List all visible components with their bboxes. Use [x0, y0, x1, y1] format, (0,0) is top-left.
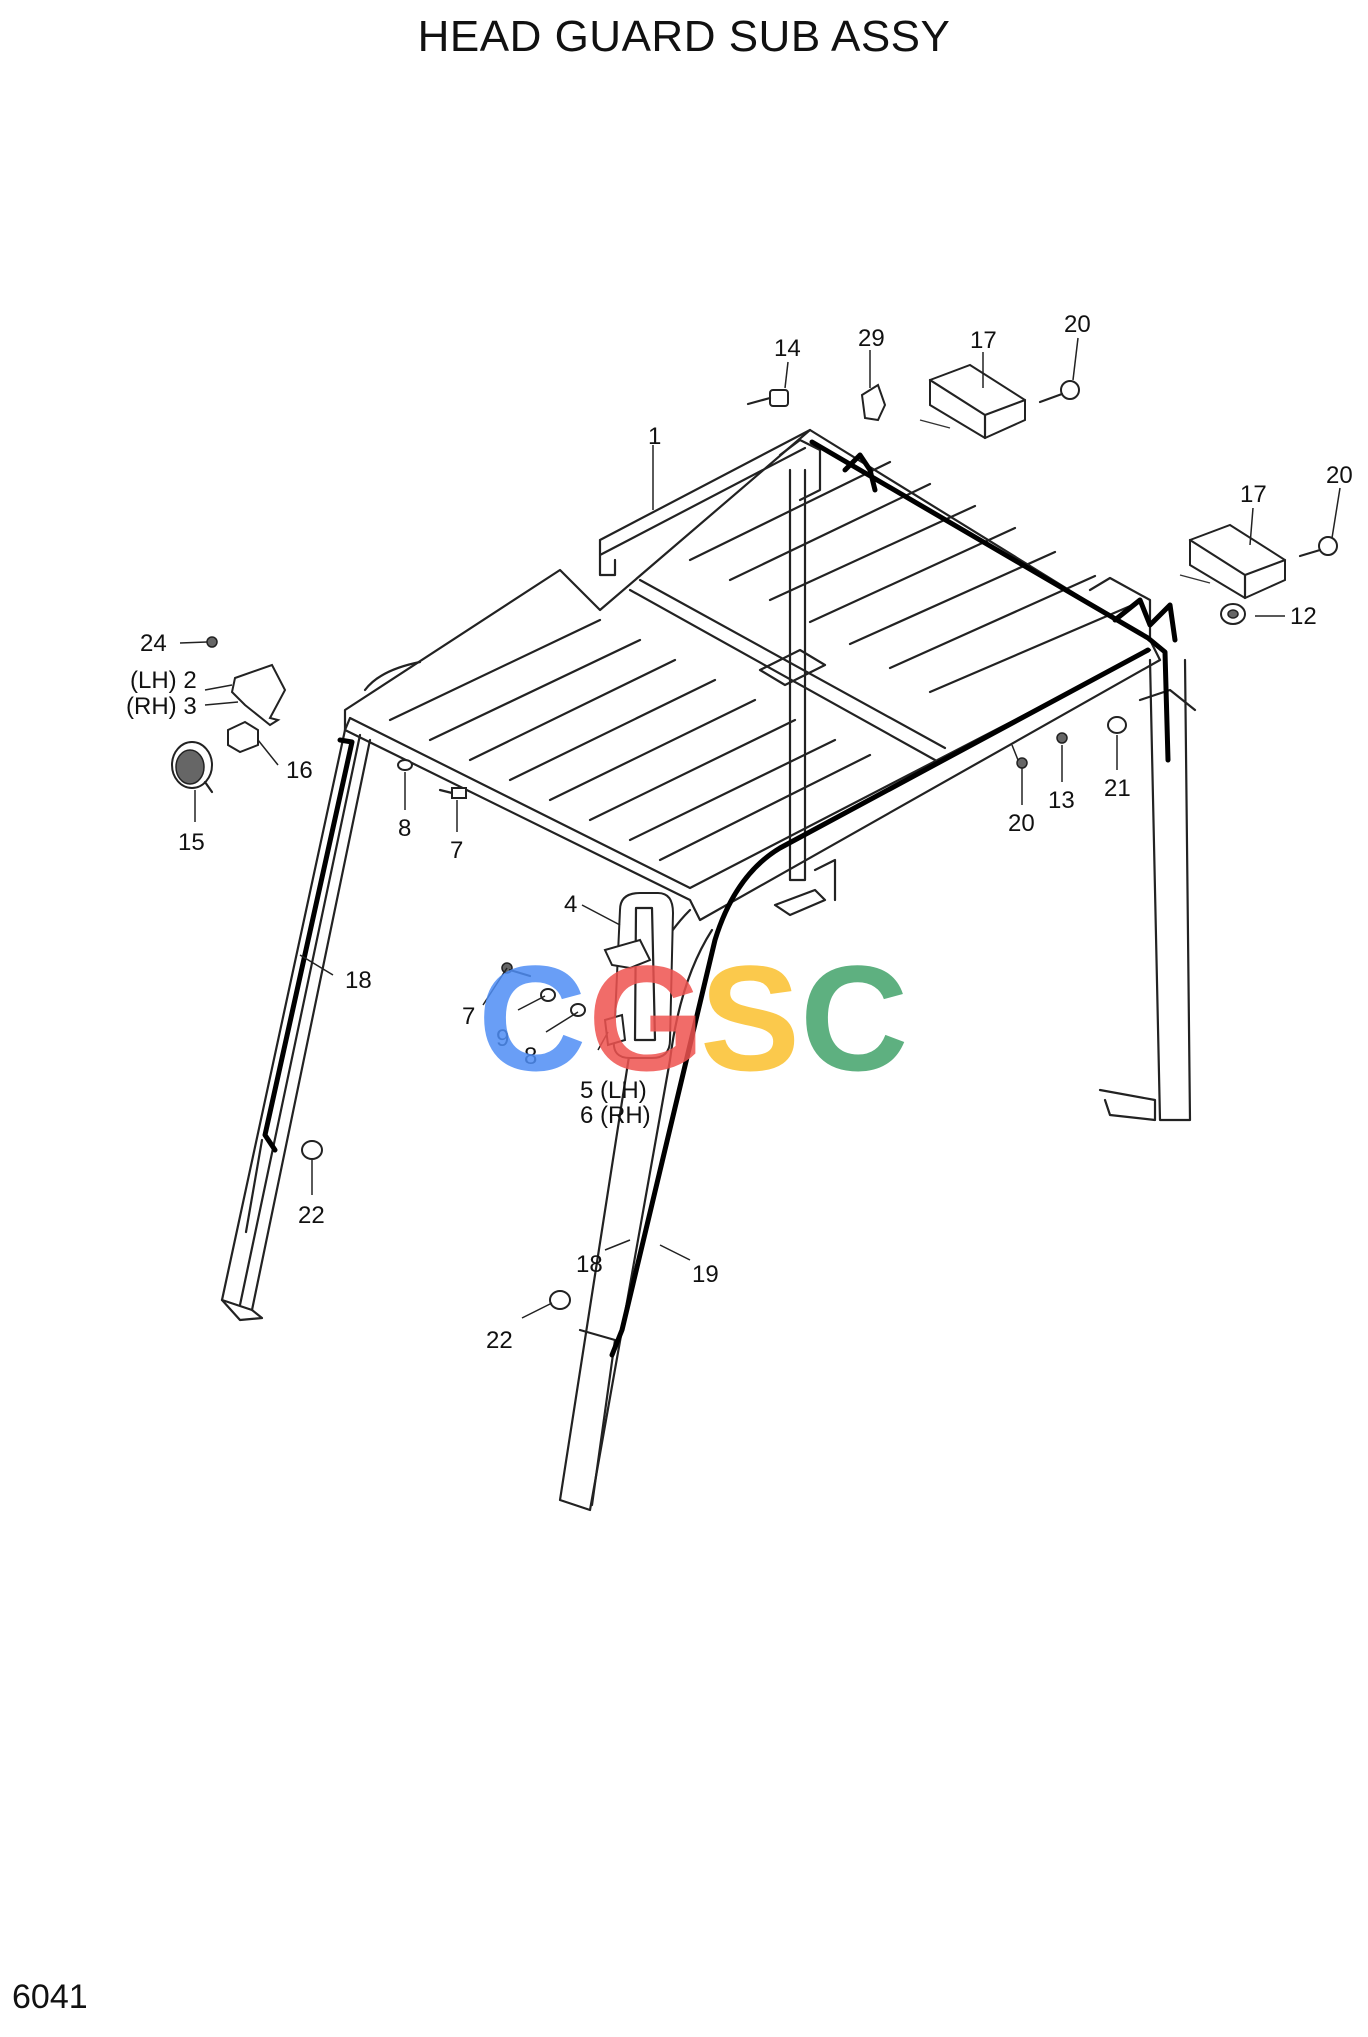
work-lamp-15	[171, 741, 214, 794]
lamp-bracket-2-3	[230, 663, 287, 727]
callout-17-lower: 17	[1240, 481, 1267, 508]
nut-24	[206, 636, 218, 648]
bolt-7-left	[438, 787, 467, 799]
wiring-harness	[262, 439, 1178, 1358]
front-left-pillar	[220, 728, 372, 1312]
callout-22-right: 22	[486, 1327, 513, 1354]
callout-12: 12	[1290, 603, 1317, 630]
watermark-letter-1: C	[478, 934, 586, 1102]
grommet-22-right	[549, 1290, 571, 1310]
washer-8-left	[397, 759, 413, 771]
callout-1: 1	[648, 423, 661, 450]
watermark-letter-2: G	[588, 934, 705, 1102]
clip-29	[860, 383, 887, 422]
callout-17-upper: 17	[970, 327, 997, 354]
grommet-22-left	[301, 1140, 323, 1160]
grommet-21	[1107, 716, 1127, 734]
callout-20-rear: 20	[1008, 810, 1035, 837]
wire-harness-main	[809, 439, 1171, 763]
screw-13	[1056, 732, 1068, 744]
pillars	[220, 438, 1197, 1512]
callout-18-left: 18	[345, 967, 372, 994]
callout-14: 14	[774, 335, 801, 362]
callout-3-rh: (RH) 3	[126, 693, 197, 720]
callout-15: 15	[178, 829, 205, 856]
mirror-stay-5-6	[603, 1013, 627, 1047]
page-number: 6041	[12, 1978, 88, 2016]
callout-20-lower: 20	[1326, 462, 1353, 489]
switch-16	[227, 720, 259, 754]
callout-4: 4	[564, 891, 577, 918]
components	[171, 363, 1338, 1310]
wire-harness-front	[609, 647, 1151, 1358]
roof-outline	[343, 428, 1162, 922]
callout-8-mid: 8	[524, 1043, 537, 1070]
callout-24: 24	[140, 630, 167, 657]
callout-8-left: 8	[398, 815, 411, 842]
screw-20-lower	[1298, 536, 1338, 558]
spring-washer-9	[540, 988, 556, 1002]
callout-2-lh: (LH) 2	[130, 667, 197, 694]
callout-7-left: 7	[450, 837, 463, 864]
callout-20-upper: 20	[1064, 311, 1091, 338]
callout-6-rh: 6 (RH)	[580, 1102, 651, 1129]
callout-7-mid: 7	[462, 1003, 475, 1030]
mirror-bracket	[603, 938, 652, 970]
rear-lamp-17-lower	[1179, 523, 1287, 600]
rear-right-pillar	[1148, 658, 1192, 1122]
callout-5-lh: 5 (LH)	[580, 1077, 647, 1104]
mirror-4	[612, 892, 675, 1059]
callout-19: 19	[692, 1261, 719, 1288]
leader-lines	[179, 337, 1341, 1319]
rear-lamp-17-upper	[919, 363, 1027, 440]
callout-16: 16	[286, 757, 313, 784]
callout-labels: 1 14 29 17 20 17 20 12 24 (LH) 2 (RH) 3 …	[126, 311, 1353, 1354]
washer-8-mid	[570, 1003, 586, 1017]
callout-13: 13	[1048, 787, 1075, 814]
callout-21: 21	[1104, 775, 1131, 802]
callout-9: 9	[496, 1025, 509, 1052]
wire-harness-left	[262, 737, 355, 1153]
watermark-letter-4: C	[800, 934, 908, 1102]
callout-29: 29	[858, 325, 885, 352]
callout-22-left: 22	[298, 1202, 325, 1229]
grommet-12	[1220, 603, 1246, 625]
callout-18-right: 18	[576, 1251, 603, 1278]
cgsc-watermark: C G S C	[478, 934, 908, 1102]
bolt-14	[746, 389, 789, 407]
head-guard-frame	[343, 428, 1162, 922]
rear-left-pillar	[788, 468, 807, 882]
screw-20-upper	[1038, 380, 1080, 404]
watermark-letter-3: S	[700, 934, 800, 1102]
diagram-title: HEAD GUARD SUB ASSY	[417, 12, 951, 61]
